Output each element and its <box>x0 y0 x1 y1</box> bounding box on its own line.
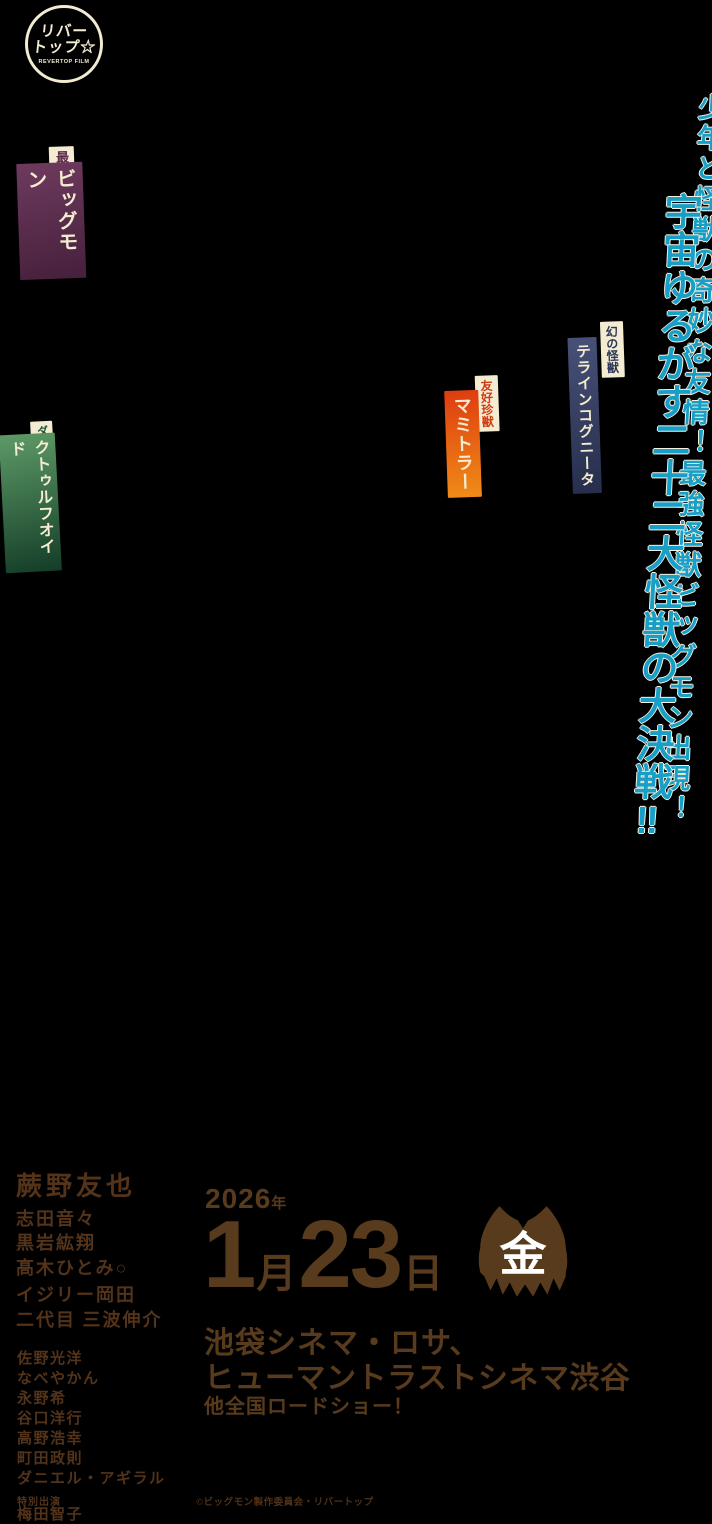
copyright-notice: ©ビッグモン製作委員会・リバートップ <box>196 1498 374 1508</box>
logo-caption: REVERTOP FILM <box>38 58 90 65</box>
cast-sub-1: 佐野光洋 <box>17 1351 84 1367</box>
release-day-suffix: 日 <box>403 1252 444 1296</box>
cast-main-2: 黒岩紘翔 <box>16 1233 96 1253</box>
cast-main-3: 髙木ひとみ○ <box>16 1258 129 1278</box>
release-month-number: 1 <box>203 1201 256 1308</box>
kaiju-title-terra-incognita: 幻の怪獣 <box>599 321 625 378</box>
kaiju-label-terra-incognita: 幻の怪獣 テラインコグニータ <box>567 321 629 499</box>
cast-main-1: 志田音々 <box>16 1209 96 1229</box>
kaiju-label-cthulhoid: ダウンの中に潜む怪獣 クトゥルフオイド <box>0 420 62 574</box>
kaiju-name-terra-incognita: テラインコグニータ <box>567 337 602 494</box>
revertop-film-logo: リバー トップ☆ REVERTOP FILM <box>25 5 103 83</box>
kaiju-name-mamitora: マミトラー <box>444 389 482 498</box>
release-month-suffix: 月 <box>256 1252 297 1296</box>
release-year-number: 2026 <box>205 1183 272 1214</box>
cast-sub-6: 町田政則 <box>17 1451 84 1467</box>
cast-sub-5: 高野浩幸 <box>17 1431 84 1447</box>
cast-sub-4: 谷口洋行 <box>17 1411 84 1427</box>
cast-sub-2: なべやかん <box>17 1371 100 1387</box>
venue-line-2: ヒューマントラストシネマ渋谷 <box>204 1362 631 1395</box>
weekday-text: 金 <box>499 1228 547 1280</box>
kaiju-label-mamitora: 友好珍獣 マミトラー <box>444 375 503 509</box>
kaiju-face-icon: 金 <box>478 1206 568 1297</box>
cast-main-4: イジリー岡田 <box>16 1285 136 1305</box>
kaiju-name-bigmon: ビッグモン <box>16 161 87 281</box>
release-year: 2026年 <box>205 1183 287 1215</box>
cast-special: 梅田智子 <box>17 1507 84 1523</box>
kaiju-label-bigmon: 最強怪獣 ビッグモン <box>16 146 87 281</box>
venue-line-3: 他全国ロードショー！ <box>204 1396 414 1418</box>
logo-kana-line2: トップ☆ <box>31 38 97 56</box>
kaiju-name-cthulhoid: クトゥルフオイド <box>0 432 62 574</box>
logo-kana-line1: リバー <box>39 22 89 40</box>
release-day-number: 23 <box>298 1201 403 1308</box>
cast-special-label: 特別出演 <box>17 1497 61 1508</box>
release-year-suffix: 年 <box>271 1195 288 1212</box>
cast-lead: 蕨野友也 <box>16 1172 137 1201</box>
cast-main-5: 二代目 三波伸介 <box>16 1310 163 1330</box>
cast-sub-7: ダニエル・アギラル <box>17 1471 166 1487</box>
venue-line-1: 池袋シネマ・ロサ、 <box>204 1327 481 1360</box>
release-date: 1 月 23 日 <box>203 1207 445 1303</box>
weekday-kaiju-badge: 金 <box>466 1200 580 1308</box>
cast-sub-3: 永野希 <box>17 1391 67 1407</box>
